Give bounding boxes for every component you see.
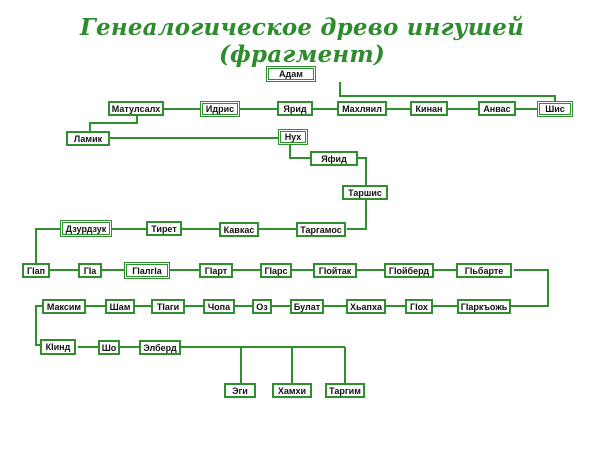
node-goyberd: ГІойберд — [384, 263, 434, 278]
node-gap: ГІап — [22, 263, 50, 278]
node-sho: Шо — [98, 340, 120, 355]
node-yarid: Ярид — [277, 101, 313, 116]
connector-row5-row6 — [510, 269, 549, 307]
node-elberd: Элберд — [139, 340, 181, 355]
node-kiind: КІинд — [40, 339, 76, 355]
node-mahlyail: Махляил — [337, 101, 387, 116]
node-adam: Адам — [266, 66, 316, 82]
node-tiagi: ТІаги — [151, 299, 185, 314]
node-goytak: ГІойтак — [313, 263, 357, 278]
node-gia: ГІа — [78, 263, 102, 278]
node-kinan: Кинан — [410, 101, 448, 116]
node-hyapha: Хьапха — [346, 299, 386, 314]
node-bulat: Булат — [290, 299, 324, 314]
connector-durdzuk-gap — [35, 228, 62, 263]
node-nuh: Нух — [278, 129, 308, 145]
node-shis: Шис — [537, 101, 573, 117]
node-gyabarte: ГІьбарте — [456, 263, 512, 278]
node-galgia: ГІалгІа — [124, 262, 170, 279]
connector-nuh-yafid — [289, 145, 310, 159]
node-idris: Идрис — [200, 101, 240, 117]
node-durdzuk: Дзурдзук — [60, 220, 112, 237]
node-yafid: Яфид — [310, 151, 358, 166]
node-lamik: Ламик — [66, 131, 110, 146]
node-maksim: Максим — [42, 299, 86, 314]
node-tarshis: Таршис — [342, 185, 388, 200]
node-garkhyozh: ГІаркъожь — [457, 299, 511, 314]
connector-yafid-tarshis — [358, 157, 367, 185]
connector-matulsalh-lamik — [89, 116, 138, 131]
node-kavkas: Кавкас — [219, 222, 259, 237]
node-targim: Таргим — [325, 383, 365, 398]
connector-tarshis-targamos — [347, 199, 367, 230]
connector-adam-shis — [339, 82, 556, 102]
diagram-title: Генеалогическое древо ингушей (фрагмент) — [79, 14, 525, 68]
node-egi: Эги — [224, 383, 256, 398]
node-goh: ГІох — [405, 299, 433, 314]
node-hamhi: Хамхи — [272, 383, 312, 398]
node-matulsalh: Матулсалх — [108, 101, 164, 116]
node-anvas: Анвас — [478, 101, 516, 116]
node-oz: Оз — [252, 299, 272, 314]
connector-maksim-kiind — [35, 305, 44, 346]
node-tiret: Тирет — [146, 221, 182, 236]
node-gars: ГІарс — [260, 263, 292, 278]
node-gart: ГІарт — [199, 263, 233, 278]
node-sham: Шам — [105, 299, 135, 314]
node-chopa: Чопа — [203, 299, 235, 314]
node-targamos: Таргамос — [296, 222, 346, 237]
